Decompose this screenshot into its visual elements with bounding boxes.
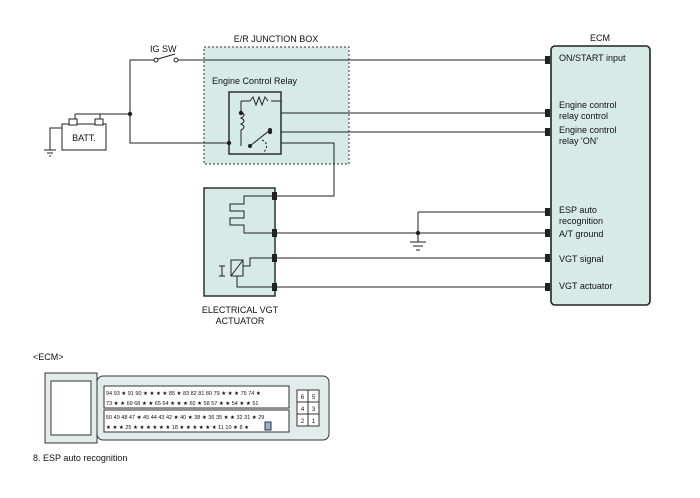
battery-label: BATT.: [72, 133, 96, 143]
small-pin: 4: [301, 407, 305, 413]
relay-label: Engine Control Relay: [212, 76, 298, 86]
actuator-label: ACTUATOR: [216, 316, 265, 326]
connector-row: 73 ★ ★ 69 68 ★ ★ 65 64 ★ ★ ★ 60 ★ 58 57 …: [106, 400, 258, 407]
actuator-heater: [229, 195, 275, 234]
ecm-pin-label: Engine control: [559, 100, 617, 110]
junction-box-label: E/R JUNCTION BOX: [234, 34, 319, 44]
ecm-title: ECM: [590, 33, 610, 43]
actuator-label: ELECTRICAL VGT: [202, 305, 279, 315]
connector-row: 50 49 48 47 ★ 45 44 43 42 ★ 40 ★ 38 ★ 36…: [106, 414, 264, 421]
small-pin: 3: [312, 407, 316, 413]
small-pin: 2: [301, 419, 305, 425]
ecm-pin-label: A/T ground: [559, 229, 603, 239]
small-pin: 1: [312, 419, 316, 425]
wires: [49, 59, 545, 288]
connector-row: ★ ★ ★ 25 ★ ★ ★ ★ ★ ★ 18 ★ ★ ★ ★ ★ ★ 11 1…: [106, 424, 249, 431]
battery: [61, 123, 107, 151]
ig-switch-contact: [173, 57, 179, 63]
ecm-pin-label: VGT signal: [559, 254, 603, 264]
ig-sw-label: IG SW: [150, 44, 177, 54]
footnote: 8. ESP auto recognition: [33, 453, 127, 463]
ground-icon: [410, 241, 426, 251]
vgt-actuator: [203, 187, 276, 297]
ecm-box: [550, 45, 651, 306]
ecm-pin-labels: ON/START input Engine control relay cont…: [559, 53, 626, 291]
highlight-pin: [264, 421, 272, 431]
ecm-pin-label: ON/START input: [559, 53, 626, 63]
relay-box: [228, 91, 282, 155]
small-pin: 6: [301, 395, 305, 401]
ecm-pin-label: recognition: [559, 216, 603, 226]
ecm-pin-label: VGT actuator: [559, 281, 612, 291]
wire-junctions: [127, 110, 421, 236]
junction-box: [203, 46, 350, 165]
relay-resistor: [249, 95, 269, 107]
ig-switch-lever: [157, 53, 176, 60]
ecm-pin-label: ESP auto: [559, 205, 597, 215]
ground-icon: [44, 149, 56, 157]
ecm-pin-label: relay 'ON': [559, 136, 598, 146]
relay-contact: [249, 129, 271, 147]
small-pin: 5: [312, 395, 316, 401]
ecm-pin-label: Engine control: [559, 125, 617, 135]
connector-row: 94 93 ★ 91 90 ★ ★ ★ ★ 85 ★ 83 82 81 80 7…: [106, 390, 261, 397]
ecm-pin-label: relay control: [559, 111, 608, 121]
connector-title: <ECM>: [33, 352, 64, 362]
ecm-terminals: [545, 56, 550, 291]
relay-coil: [239, 101, 245, 146]
ig-switch-contact: [153, 57, 159, 63]
